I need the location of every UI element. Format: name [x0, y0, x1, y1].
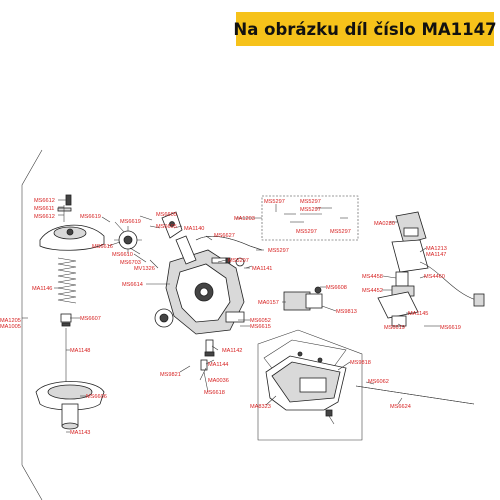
auto-choke	[391, 239, 485, 307]
label-ma0036: MA0036	[208, 378, 229, 384]
label-ma1146: MA1146	[32, 286, 52, 292]
diaphragm-cap	[39, 224, 105, 251]
label-ms5297: MS5297	[264, 199, 285, 205]
label-ms6610: MS6610	[112, 252, 133, 258]
leader-lines	[54, 199, 440, 433]
screw-set-box	[261, 195, 359, 241]
label-ms5297: MS5297	[228, 258, 249, 264]
label-ma1203: MA1203	[234, 216, 255, 222]
label-ms6618: MS6618	[204, 390, 225, 396]
label-ma8323: MA8323	[250, 404, 271, 410]
label-ms6619: MS6619	[120, 219, 141, 225]
throttle-bracket	[161, 211, 183, 239]
label-ms6605: MS6605	[156, 212, 177, 218]
label-ma1142: MA1142	[222, 348, 242, 354]
label-ms5297: MS5297	[330, 229, 351, 235]
label-ms5297: MS5297	[300, 199, 321, 205]
heater-module	[283, 286, 323, 311]
label-ma1144: MA1144	[208, 362, 228, 368]
label-ms6612: MS6612	[34, 214, 55, 220]
label-ms5297: MS5297	[300, 207, 321, 213]
label-ms4460: MS4460	[424, 274, 445, 280]
label-ms6062: MS6062	[368, 379, 389, 385]
hose-clip	[235, 257, 253, 269]
banner-title: Na obrázku díl číslo MA1147	[233, 19, 497, 39]
label-ms6607: MS6607	[80, 316, 101, 322]
part-number-banner: Na obrázku díl číslo MA1147	[233, 12, 497, 46]
cap-spring	[57, 257, 77, 304]
label-ms6614: MS6614	[122, 282, 143, 288]
label-ms6619: MS6619	[440, 325, 461, 331]
carburetor-body	[154, 235, 245, 335]
label-ms6615: MS6615	[250, 324, 271, 330]
label-ms6606: MS6606	[86, 394, 107, 400]
choke-gear	[114, 226, 142, 254]
cap-screw	[57, 194, 72, 222]
label-ms9821: MS9821	[160, 372, 181, 378]
overflow-hose	[355, 385, 475, 405]
drain-screw	[200, 339, 215, 371]
idle-screw	[211, 257, 231, 264]
label-ms6619: MS6619	[80, 214, 101, 220]
label-ms6052: MS6052	[250, 318, 271, 324]
label-ma1205: MA1205	[0, 318, 21, 324]
label-ma1145: MA1145	[408, 311, 428, 317]
choke-plunger	[377, 271, 419, 327]
label-ms6611: MS6611	[34, 206, 54, 212]
label-ma0157: MA0157	[258, 300, 279, 306]
label-ms6608: MS6608	[326, 285, 347, 291]
label-ms4452: MS4452	[362, 288, 383, 294]
label-ms6605: MS6605	[156, 224, 177, 230]
assembly-bracket	[21, 149, 43, 500]
label-ms5297: MS5297	[296, 229, 317, 235]
label-ma1140: MA1140	[184, 226, 204, 232]
vacuum-piston	[35, 381, 105, 430]
bowl-box-outline	[257, 329, 363, 441]
bowl-screw	[325, 409, 335, 425]
label-ms6624: MS6624	[390, 404, 411, 410]
label-ma1148: MA1148	[70, 348, 90, 354]
label-ms9818: MS9818	[350, 360, 371, 366]
label-ms4458: MS4458	[362, 274, 383, 280]
part-labels: MS6612 MS6611 MS6612 MS6619 MS6605 MS661…	[0, 198, 461, 436]
label-ma1143: MA1143	[70, 430, 90, 436]
label-ms6703: MS6703	[120, 260, 141, 266]
label-ms6616: MS6616	[92, 244, 113, 250]
choke-connector	[395, 211, 427, 245]
label-ms9813: MS9813	[336, 309, 357, 315]
needle-clip	[60, 313, 72, 327]
label-mv1326: MV1326	[134, 266, 155, 272]
label-ms6619: MS6619	[384, 325, 405, 331]
label-ma1005: MA1005	[0, 324, 21, 330]
label-ma0280: MA0280	[374, 221, 395, 227]
label-ms6612: MS6612	[34, 198, 55, 204]
label-ma1147: MA1147	[426, 252, 446, 258]
throttle-cable-hose	[195, 235, 263, 251]
label-ma1213: MA1213	[426, 246, 447, 252]
float-bowl	[265, 355, 347, 411]
label-ms6627: MS6627	[214, 233, 235, 239]
label-ma1141: MA1141	[252, 266, 272, 272]
label-ms5297: MS5297	[268, 248, 289, 254]
